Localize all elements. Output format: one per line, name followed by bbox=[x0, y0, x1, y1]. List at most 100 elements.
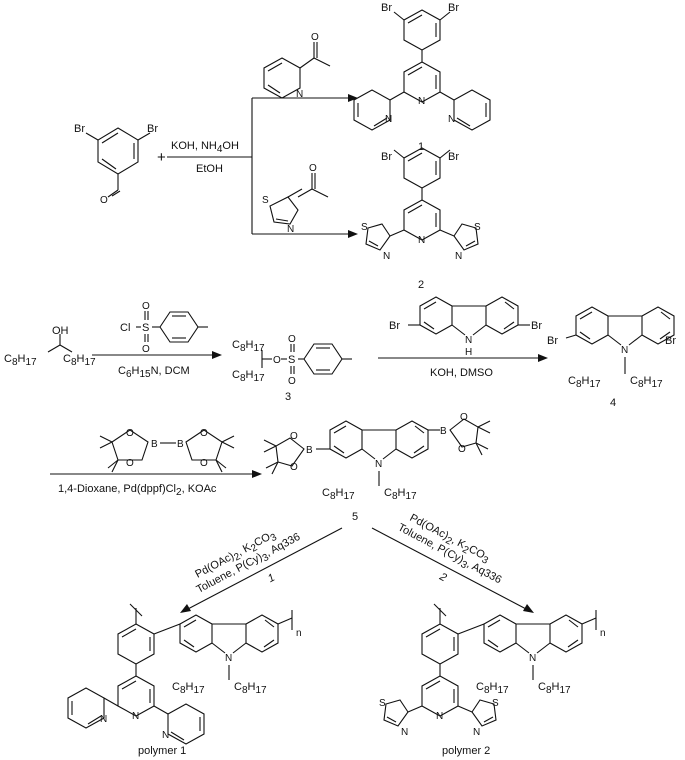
atom-s: S bbox=[262, 195, 269, 206]
atom-o: O bbox=[273, 355, 281, 366]
atom-n: N bbox=[621, 345, 628, 356]
atom-b: B bbox=[440, 426, 447, 437]
alkyl-c8h17: C8H17 bbox=[232, 369, 265, 384]
atom-s: S bbox=[474, 222, 481, 233]
arrowhead bbox=[348, 94, 358, 102]
atom-br: Br bbox=[74, 123, 85, 135]
alkyl-c8h17: C8H17 bbox=[4, 353, 37, 368]
arrowhead bbox=[538, 354, 548, 362]
atom-n: N bbox=[473, 727, 480, 738]
atom-o: O bbox=[100, 195, 108, 206]
atom-n: N bbox=[132, 711, 139, 722]
compound-label-1: 1 bbox=[418, 141, 424, 153]
alkyl-c8h17: C8H17 bbox=[232, 339, 265, 354]
alkyl-c8h17: C8H17 bbox=[538, 681, 571, 696]
atom-o: O bbox=[290, 431, 298, 442]
repeat-n: n bbox=[600, 628, 606, 639]
conditions-left: Pd(OAc)2, K2CO3 Toluene, P(Cy)3, Aq336 1 bbox=[193, 531, 302, 596]
atom-o: O bbox=[288, 376, 296, 387]
atom-n: N bbox=[296, 89, 303, 100]
arrowhead bbox=[180, 604, 191, 613]
reagent-koh-dmso: KOH, DMSO bbox=[430, 367, 493, 379]
polymer-1-structure: N n C8H17 C8H17 N N N polymer 1 bbox=[67, 603, 302, 757]
atom-n: N bbox=[529, 653, 536, 664]
atom-s: S bbox=[288, 354, 295, 366]
arrowhead bbox=[252, 470, 262, 478]
atom-br: Br bbox=[381, 151, 392, 163]
product-1-terpyridine: Br Br N N N 1 bbox=[353, 2, 491, 153]
dibromocarbazole: N H Br Br bbox=[389, 296, 542, 358]
product-5-diboronate-carbazole: N B O O B O O C8H17 C8H17 5 bbox=[263, 412, 491, 523]
heptadecanol: OH C8H17 C8H17 bbox=[4, 325, 96, 368]
polymer-2-label: polymer 2 bbox=[442, 745, 490, 757]
reagent-dioxane: 1,4-Dioxane, Pd(dppf)Cl2, KOAc bbox=[58, 483, 217, 498]
atom-n: N bbox=[448, 114, 455, 125]
atom-n: N bbox=[436, 711, 443, 722]
bis-pinacolato-diboron: O O B B O O bbox=[99, 428, 235, 473]
polymer-2-structure: N n C8H17 C8H17 N S N S N polymer 2 bbox=[379, 603, 606, 757]
tosyl-chloride: Cl S O O bbox=[120, 301, 208, 355]
alkyl-c8h17: C8H17 bbox=[234, 681, 267, 696]
alkyl-c8h17: C8H17 bbox=[630, 375, 663, 390]
atom-o: O bbox=[288, 334, 296, 345]
comonomer-number: 2 bbox=[437, 570, 449, 584]
compound-label-5: 5 bbox=[352, 511, 358, 523]
atom-s: S bbox=[142, 322, 149, 334]
atom-br: Br bbox=[147, 123, 158, 135]
atom-n: N bbox=[385, 114, 392, 125]
atom-br: Br bbox=[448, 151, 459, 163]
polymer-1-label: polymer 1 bbox=[138, 745, 186, 757]
atom-s: S bbox=[379, 698, 386, 709]
product-4-dibromocarbazole: N Br Br C8H17 C8H17 4 bbox=[547, 306, 676, 409]
atom-o: O bbox=[142, 344, 150, 355]
arrowhead bbox=[523, 604, 534, 613]
reagent-koh: KOH, NH4OH bbox=[171, 140, 239, 155]
atom-n: N bbox=[418, 235, 425, 246]
plus-sign: + bbox=[157, 149, 166, 166]
product-2-thiazolylpyridine: Br Br N S N S N 2 bbox=[361, 147, 481, 291]
atom-br: Br bbox=[448, 2, 459, 14]
atom-br: Br bbox=[531, 320, 542, 332]
acetylthiazole: O S N bbox=[262, 163, 329, 235]
atom-o: O bbox=[309, 163, 317, 174]
atom-s: S bbox=[361, 222, 368, 233]
atom-br: Br bbox=[389, 320, 400, 332]
atom-br: Br bbox=[547, 335, 558, 347]
atom-n: N bbox=[455, 251, 462, 262]
atom-b: B bbox=[306, 445, 313, 456]
atom-o: O bbox=[126, 458, 134, 469]
atom-o: O bbox=[200, 428, 208, 439]
atom-o: O bbox=[311, 32, 319, 43]
atom-o: O bbox=[200, 458, 208, 469]
atom-n: N bbox=[418, 96, 425, 107]
arrowhead bbox=[212, 351, 222, 359]
alkyl-c8h17: C8H17 bbox=[172, 681, 205, 696]
reagent-triethylamine: C6H15N, DCM bbox=[118, 365, 190, 380]
atom-n: N bbox=[100, 714, 107, 725]
atom-cl: Cl bbox=[120, 322, 130, 334]
atom-o: O bbox=[458, 444, 466, 455]
reagent-etoh: EtOH bbox=[196, 163, 223, 175]
comonomer-number: 1 bbox=[266, 572, 277, 585]
alkyl-c8h17: C8H17 bbox=[322, 487, 355, 502]
atom-br: Br bbox=[665, 335, 676, 347]
atom-br: Br bbox=[381, 2, 392, 14]
alkyl-c8h17: C8H17 bbox=[384, 487, 417, 502]
dibromobenzaldehyde: Br Br O bbox=[74, 123, 158, 206]
compound-label-4: 4 bbox=[610, 397, 616, 409]
atom-b: B bbox=[177, 439, 184, 450]
compound-label-3: 3 bbox=[285, 391, 291, 403]
conditions-right: Pd(OAc)2, K2CO3 Toluene, P(Cy)3, Aq336 2 bbox=[396, 512, 504, 586]
atom-o: O bbox=[290, 462, 298, 473]
product-3-tosylate: C8H17 C8H17 O S O O 3 bbox=[232, 334, 352, 403]
arrowhead bbox=[348, 230, 358, 238]
atom-n: N bbox=[225, 653, 232, 664]
alkyl-c8h17: C8H17 bbox=[568, 375, 601, 390]
alkyl-c8h17: C8H17 bbox=[476, 681, 509, 696]
alkyl-c8h17: C8H17 bbox=[63, 353, 96, 368]
arrow-to-polymer-2 bbox=[371, 527, 529, 611]
arrow-to-polymer-1 bbox=[185, 527, 343, 611]
atom-o: O bbox=[126, 428, 134, 439]
